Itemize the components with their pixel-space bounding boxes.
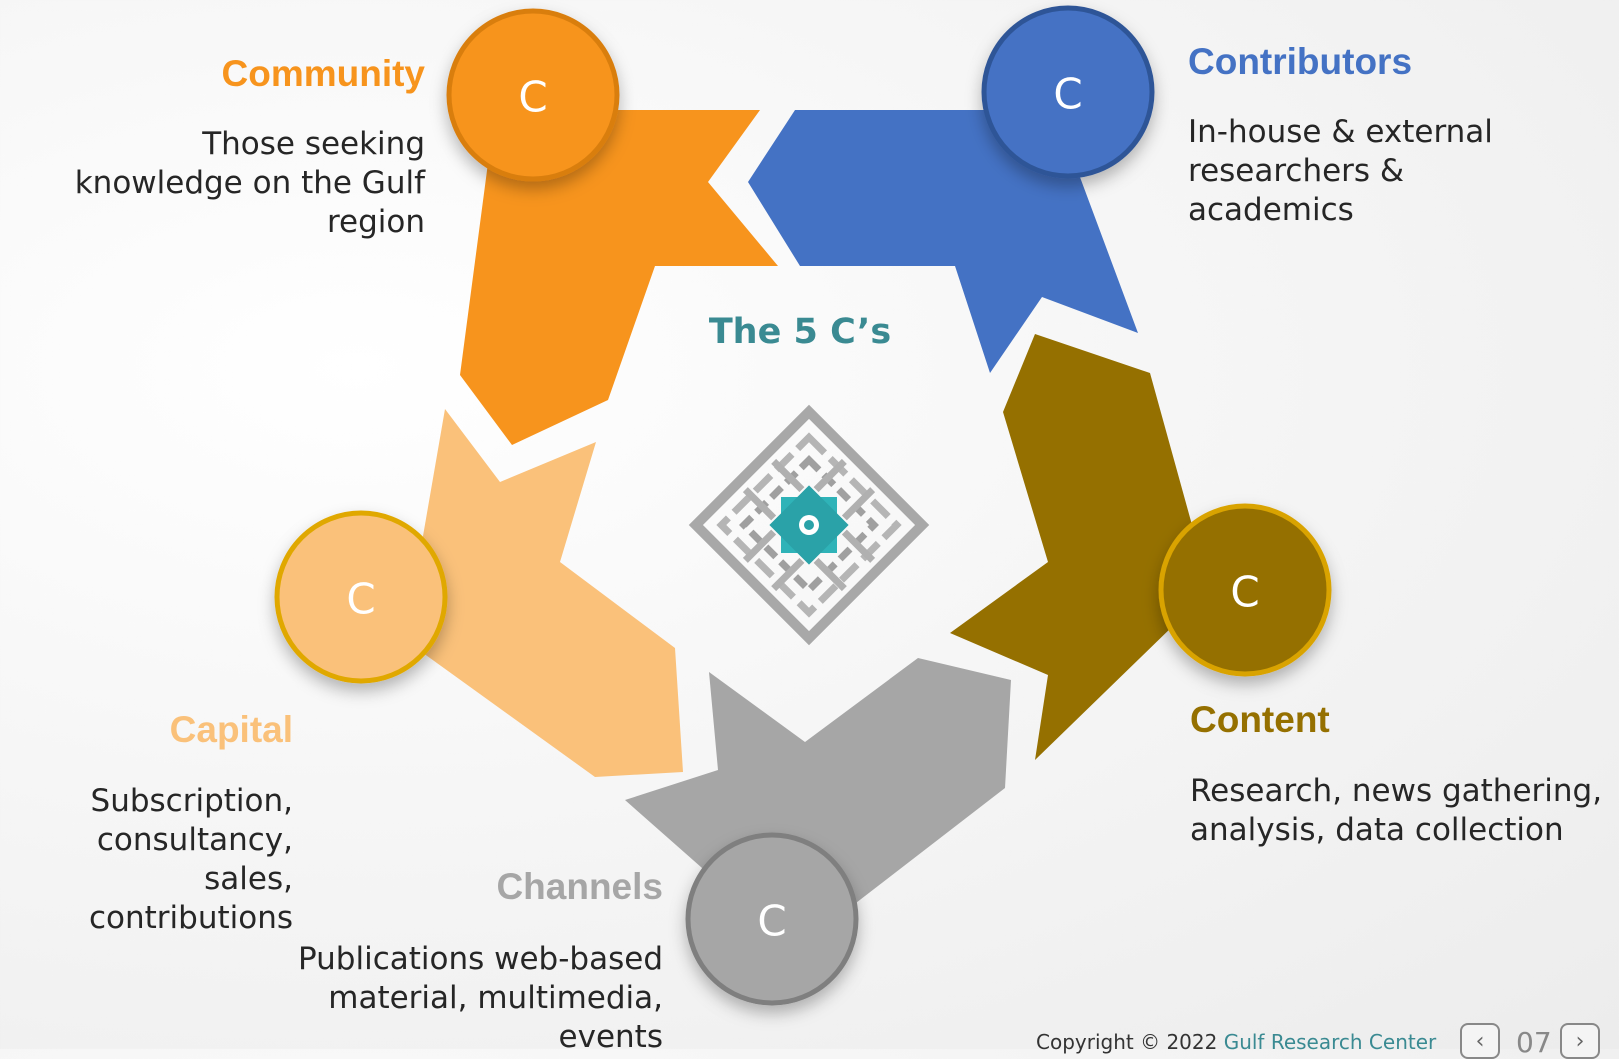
channels-circle: C [685,832,859,1006]
center-title: The 5 C’s [708,312,892,352]
content-title: Content [1190,699,1330,740]
contributors-letter: C [1053,70,1082,119]
capital-arrow [405,409,683,777]
contributors-circle: C [981,5,1155,179]
brand-link[interactable]: Gulf Research Center [1223,1030,1437,1054]
footer-copyright: Copyright © 2022 Gulf Research Center [1036,1030,1436,1054]
capital-title: Capital [169,709,293,750]
contributors-desc: In-house & external researchers & academ… [1188,113,1608,230]
channels-desc: Publications web-based material, multime… [260,940,663,1057]
center-logo-icon [688,404,930,646]
capital-desc-line: Subscription, [90,783,293,819]
content-circle: C [1158,503,1332,677]
community-circle: C [446,8,620,182]
channels-desc-line: Publications web-based [298,941,663,977]
channels-letter: C [757,897,786,946]
chevron-left-icon: ‹ [1475,1028,1485,1054]
capital-desc: Subscription, consultancy, sales, contri… [10,782,293,938]
community-desc: Those seeking knowledge on the Gulf regi… [30,125,425,242]
content-desc-line: Research, news gathering, [1190,773,1603,809]
content-desc-line: analysis, data collection [1190,812,1564,848]
channels-desc-line: events [558,1019,663,1055]
community-desc-line: region [326,204,425,240]
capital-letter: C [346,575,375,624]
contributors-desc-line: academics [1188,192,1354,228]
community-letter: C [518,73,547,122]
capital-circle: C [274,510,448,684]
community-title: Community [221,53,426,94]
channels-title: Channels [496,866,663,907]
contributors-title: Contributors [1188,41,1413,82]
community-desc-line: Those seeking [202,126,425,162]
prev-page-button[interactable]: ‹ [1460,1023,1500,1059]
content-desc: Research, news gathering, analysis, data… [1190,772,1610,850]
contributors-desc-line: researchers & [1188,153,1405,189]
channels-desc-line: material, multimedia, [328,980,663,1016]
contributors-arrow [748,110,1138,373]
capital-desc-line: consultancy, sales, [96,822,293,897]
community-desc-line: knowledge on the Gulf [74,165,425,201]
capital-desc-line: contributions [88,900,293,936]
contributors-desc-line: In-house & external [1188,114,1493,150]
content-arrow [950,334,1210,760]
copyright-text: Copyright © 2022 [1036,1030,1218,1054]
community-arrow [460,110,778,445]
next-page-button[interactable]: › [1560,1023,1600,1059]
page-number: 07 [1516,1026,1552,1059]
content-letter: C [1230,568,1259,617]
chevron-right-icon: › [1575,1028,1585,1054]
